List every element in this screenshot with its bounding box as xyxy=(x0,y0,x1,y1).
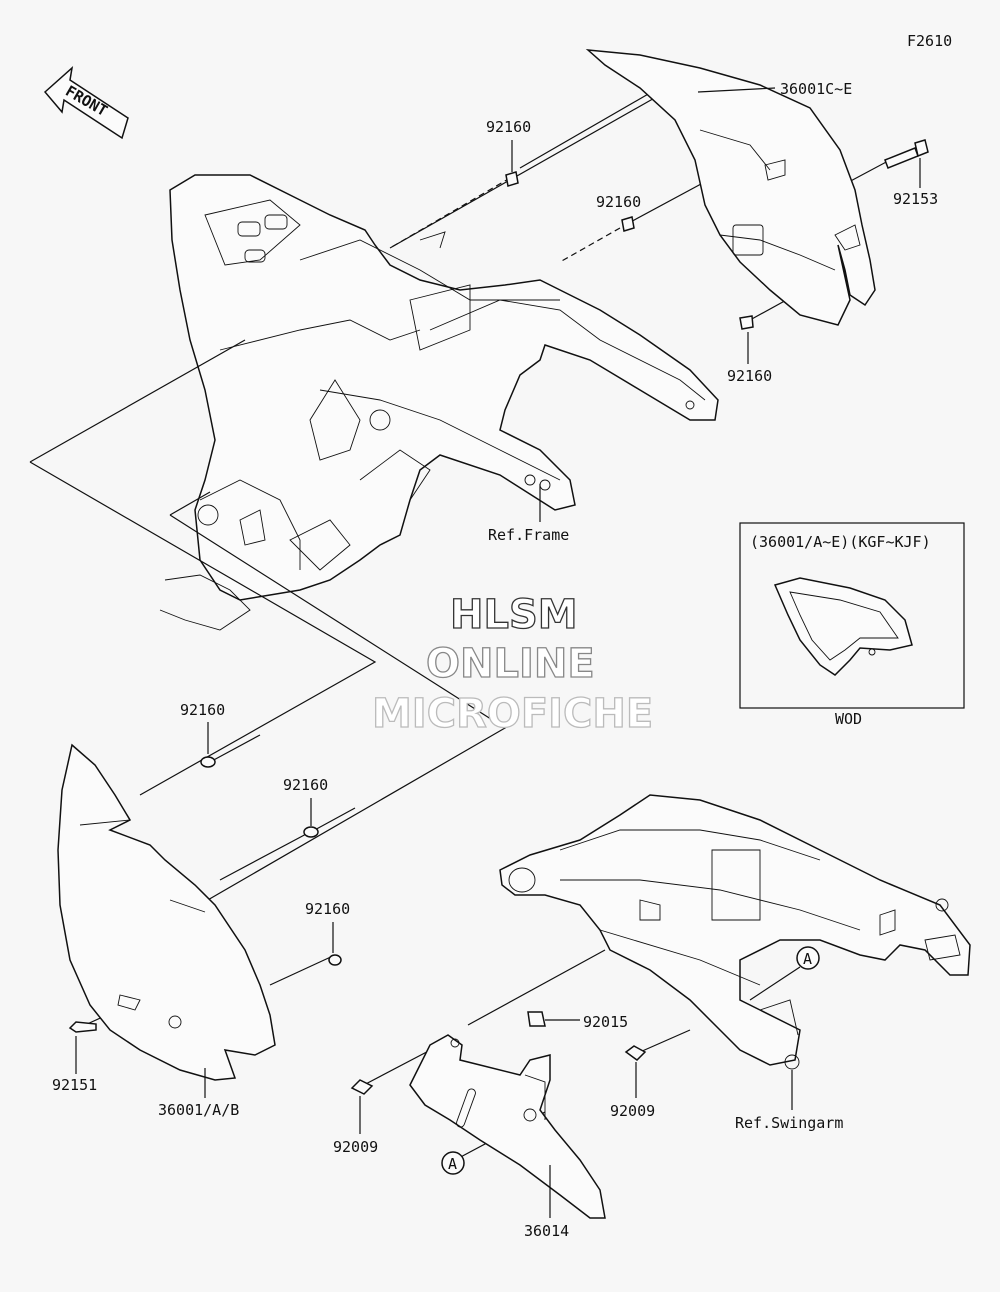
part-label-grommet: 92160 xyxy=(727,367,772,385)
part-label-guard: 36014 xyxy=(524,1222,569,1240)
swingarm-drawing xyxy=(499,794,971,1070)
front-arrow-icon: FRONT xyxy=(43,66,129,140)
part-label-grommet: 92160 xyxy=(283,776,328,794)
ref-frame-label: Ref.Frame xyxy=(488,526,569,544)
part-label-screw: 92009 xyxy=(333,1138,378,1156)
part-label-grommet: 92160 xyxy=(486,118,531,136)
part-label-cover-left: 36001/A/B xyxy=(158,1101,239,1119)
part-label-grommet: 92160 xyxy=(596,193,641,211)
part-label-bolt-right: 92153 xyxy=(893,190,938,208)
watermark-line-2: ONLINE xyxy=(426,641,595,687)
watermark-line-3: MICROFICHE xyxy=(372,691,653,737)
part-label-cover-right: 36001C~E xyxy=(780,80,852,98)
figure-code: F2610 xyxy=(907,32,952,50)
right-side-cover xyxy=(585,49,876,326)
inset-box: (36001/A~E)(KGF~KJF) WOD xyxy=(739,522,965,728)
part-label-clip: 92015 xyxy=(583,1013,628,1031)
inset-header: (36001/A~E)(KGF~KJF) xyxy=(750,533,931,551)
bolt-icons xyxy=(68,139,929,1095)
callout-a-label: A xyxy=(803,950,812,968)
inset-footer: WOD xyxy=(835,710,862,728)
part-label-screw: 92009 xyxy=(610,1102,655,1120)
part-label-grommet: 92160 xyxy=(180,701,225,719)
chain-guard xyxy=(409,1034,606,1219)
watermark: HLSM ONLINE MICROFICHE xyxy=(371,591,654,737)
callout-a-2: A xyxy=(441,1151,465,1175)
grommet-icons xyxy=(200,171,754,966)
callout-a-label: A xyxy=(448,1155,457,1173)
watermark-line-1: HLSM xyxy=(450,592,578,638)
callout-a-1: A xyxy=(796,946,820,970)
left-side-cover xyxy=(57,743,276,1081)
part-label-grommet: 92160 xyxy=(305,900,350,918)
part-label-bolt-left: 92151 xyxy=(52,1076,97,1094)
ref-swingarm-label: Ref.Swingarm xyxy=(735,1114,843,1132)
frame-drawing xyxy=(159,174,719,631)
